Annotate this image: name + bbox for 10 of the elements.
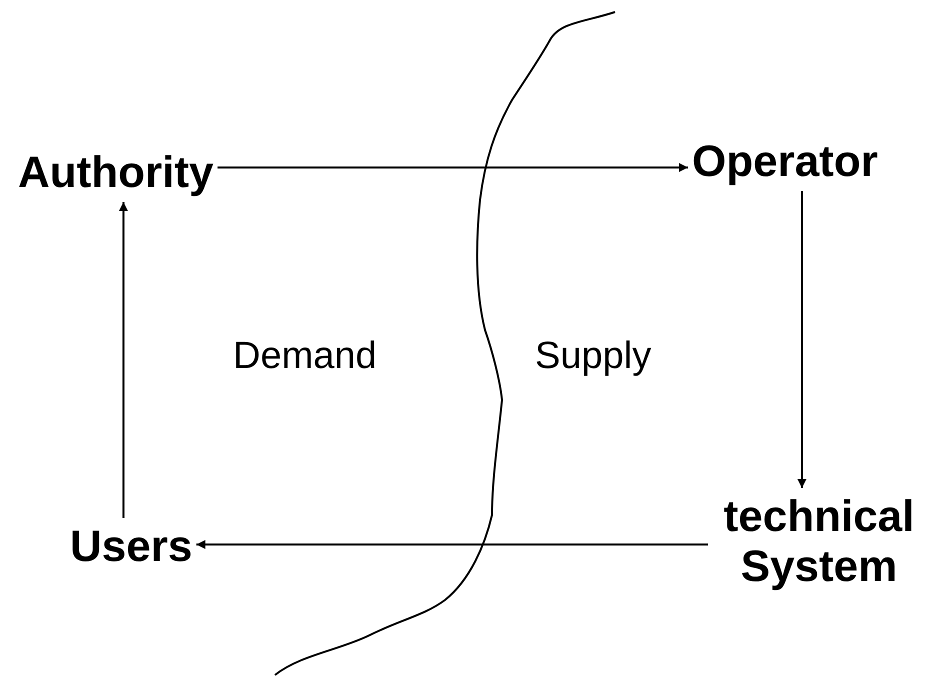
side-label: Demand — [233, 334, 377, 378]
node-label: Authority — [18, 148, 214, 198]
arrow — [218, 163, 688, 172]
arrow — [196, 540, 708, 549]
node-label: Users — [70, 522, 192, 572]
arrow — [797, 191, 806, 488]
node-label: Operator — [692, 137, 878, 187]
arrow — [118, 202, 128, 518]
node-label: technical System — [712, 492, 926, 592]
side-label: Supply — [535, 334, 652, 378]
